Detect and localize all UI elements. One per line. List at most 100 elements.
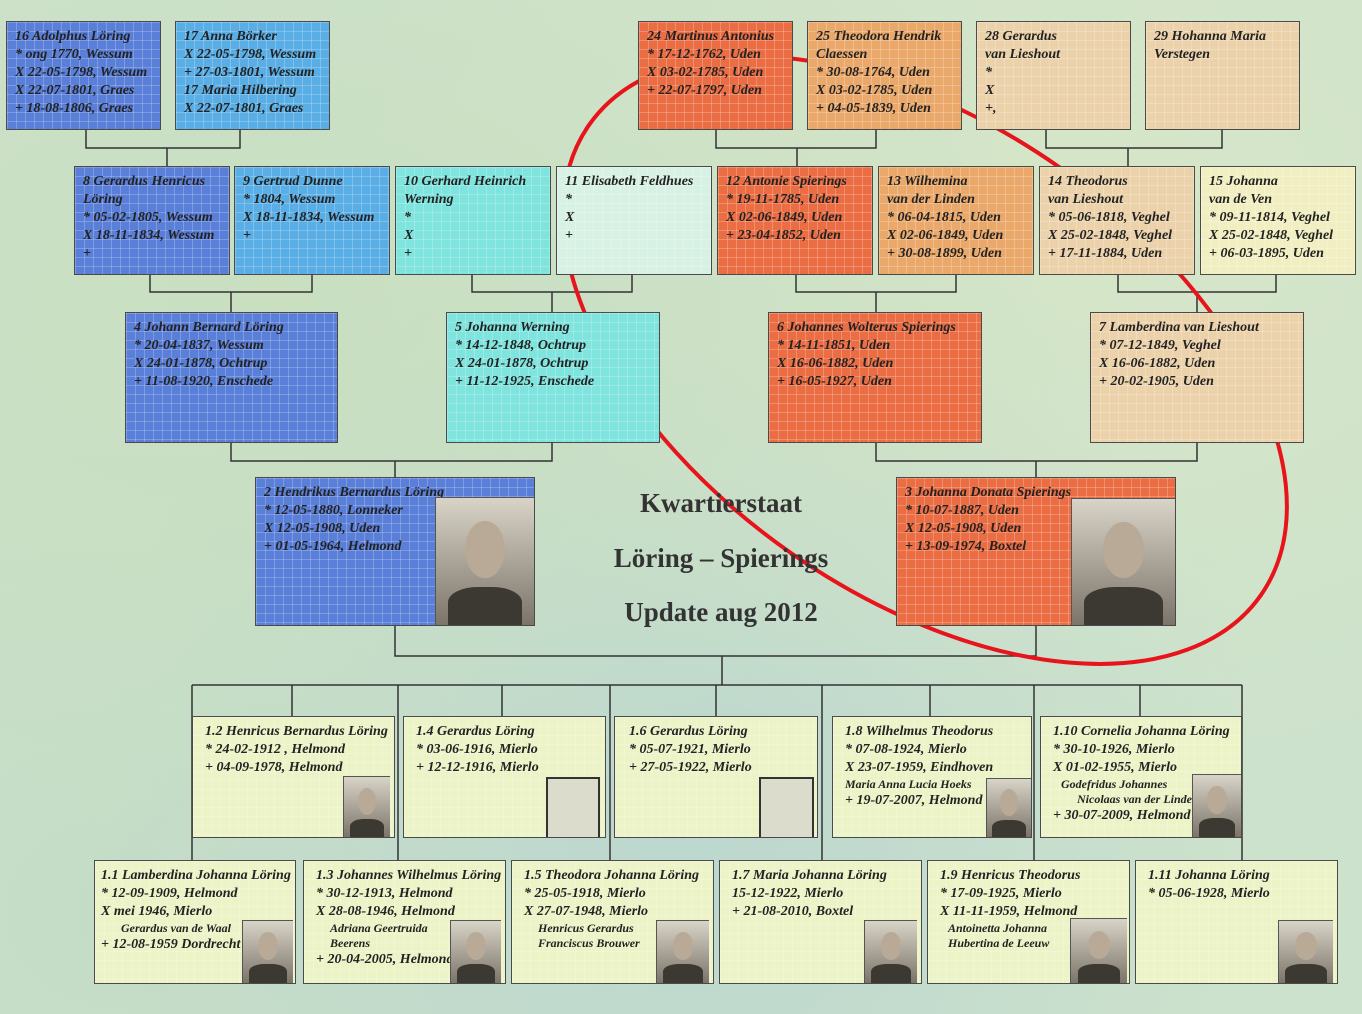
line: X <box>565 210 575 225</box>
portrait-photo <box>1071 498 1175 625</box>
line: * 05-07-1921, Mierlo <box>629 742 751 757</box>
line: + 21-08-2010, Boxtel <box>732 904 854 919</box>
line: 1.1 Lamberdina Johanna Löring <box>101 868 291 883</box>
line: 1.2 Henricus Bernardus Löring <box>205 724 388 739</box>
child-1-4: 1.4 Gerardus Löring * 03-06-1916, Mierlo… <box>403 716 606 838</box>
child-1-11: 1.11 Johanna Löring * 05-06-1928, Mierlo <box>1135 860 1338 984</box>
line: Claessen <box>816 47 868 62</box>
child-1-8: 1.8 Wilhelmus Theodorus * 07-08-1924, Mi… <box>832 716 1032 838</box>
line: + 16-05-1927, Uden <box>777 374 892 389</box>
line: 14 Theodorus <box>1048 174 1128 189</box>
spouse-line: Henricus Gerardus <box>538 921 634 935</box>
person-24: 24 Martinus Antonius * 17-12-1762, Uden … <box>638 21 793 130</box>
line: X 01-02-1955, Mierlo <box>1053 760 1178 775</box>
line: * 03-06-1916, Mierlo <box>416 742 538 757</box>
spouse-line: Hubertina de Leeuw <box>948 936 1050 950</box>
line: + 23-04-1852, Uden <box>726 228 841 243</box>
line: * 30-08-1764, Uden <box>816 65 930 80</box>
spouse-line: Nicolaas van der Linden <box>1077 792 1199 806</box>
line: X mei 1946, Mierlo <box>101 904 213 919</box>
line: X 12-05-1908, Uden <box>905 521 1022 536</box>
portrait-photo <box>1070 918 1127 983</box>
person-4: 4 Johann Bernard Löring * 20-04-1837, We… <box>125 312 338 443</box>
line: van der Linden <box>887 192 975 207</box>
line: X 16-06-1882, Uden <box>1099 356 1216 371</box>
line: X 22-05-1798, Wessum <box>184 47 317 62</box>
line: + 13-09-1974, Boxtel <box>905 539 1027 554</box>
line: 10 Gerhard Heinrich <box>404 174 527 189</box>
line: * 07-08-1924, Mierlo <box>845 742 967 757</box>
line: * 25-05-1918, Mierlo <box>524 886 646 901</box>
line: + 01-05-1964, Helmond <box>264 539 402 554</box>
line: Werning <box>404 192 454 207</box>
line: * 17-12-1762, Uden <box>647 47 761 62</box>
line: 1.3 Johannes Wilhelmus Löring <box>316 868 502 883</box>
line: + 06-03-1895, Uden <box>1209 246 1324 261</box>
line: X 24-01-1878, Ochtrup <box>134 356 268 371</box>
person-13: 13 Wilhemina van der Linden * 06-04-1815… <box>878 166 1034 275</box>
spouse-line: Adriana Geertruida <box>330 921 428 935</box>
line: * 14-12-1848, Ochtrup <box>455 338 587 353</box>
child-1-9: 1.9 Henricus Theodorus * 17-09-1925, Mie… <box>927 860 1130 984</box>
person-2: 2 Hendrikus Bernardus Löring * 12-05-188… <box>255 477 535 626</box>
portrait-photo <box>1278 920 1333 983</box>
empty-photo-frame <box>759 777 814 837</box>
spouse-line: Franciscus Brouwer <box>538 936 640 950</box>
line: X 02-06-1849, Uden <box>726 210 843 225</box>
line: * <box>565 192 572 207</box>
person-29: 29 Hohanna Maria Verstegen <box>1145 21 1300 130</box>
line: 7 Lamberdina van Lieshout <box>1099 320 1259 335</box>
line: 15-12-1922, Mierlo <box>732 886 844 901</box>
line: 1.9 Henricus Theodorus <box>940 868 1081 883</box>
empty-photo-frame <box>546 777 600 837</box>
line: + 20-02-1905, Uden <box>1099 374 1214 389</box>
line: 1.5 Theodora Johanna Löring <box>524 868 700 883</box>
line: X <box>404 228 414 243</box>
line: X <box>985 83 995 98</box>
line: * 06-04-1815, Uden <box>887 210 1001 225</box>
line: * 30-12-1913, Helmond <box>316 886 453 901</box>
line: + 30-07-2009, Helmond <box>1053 808 1191 823</box>
line: 28 Gerardus <box>985 29 1057 44</box>
line: * 10-07-1887, Uden <box>905 503 1019 518</box>
line: X 02-06-1849, Uden <box>887 228 1004 243</box>
line: X 23-07-1959, Eindhoven <box>845 760 994 775</box>
child-1-7: 1.7 Maria Johanna Löring 15-12-1922, Mie… <box>719 860 922 984</box>
line: 1.6 Gerardus Löring <box>629 724 748 739</box>
line: 9 Gertrud Dunne <box>243 174 343 189</box>
line: * ong 1770, Wessum <box>15 47 133 62</box>
line: + 17-11-1884, Uden <box>1048 246 1163 261</box>
line: X 22-07-1801, Graes <box>15 83 135 98</box>
portrait-photo <box>435 497 534 625</box>
line: 17 Anna Börker <box>184 29 277 44</box>
line: 5 Johanna Werning <box>455 320 570 335</box>
line: * 19-11-1785, Uden <box>726 192 840 207</box>
line: * 07-12-1849, Veghel <box>1099 338 1221 353</box>
line: X 11-11-1959, Helmond <box>940 904 1078 919</box>
line: + 27-03-1801, Wessum <box>184 65 315 80</box>
line: 12 Antonie Spierings <box>726 174 847 189</box>
line: * 17-09-1925, Mierlo <box>940 886 1062 901</box>
line: * 05-02-1805, Wessum <box>83 210 213 225</box>
line: Verstegen <box>1154 47 1210 62</box>
line: X 27-07-1948, Mierlo <box>524 904 649 919</box>
line: X 12-05-1908, Uden <box>264 521 381 536</box>
line: X 22-07-1801, Graes <box>184 101 304 116</box>
person-3: 3 Johanna Donata Spierings * 10-07-1887,… <box>896 477 1176 626</box>
person-7: 7 Lamberdina van Lieshout * 07-12-1849, … <box>1090 312 1304 443</box>
line: 25 Theodora Hendrik <box>816 29 942 44</box>
line: van Lieshout <box>1048 192 1124 207</box>
portrait-photo <box>242 920 293 983</box>
line: 11 Elisabeth Feldhues <box>565 174 694 189</box>
line: * 30-10-1926, Mierlo <box>1053 742 1175 757</box>
portrait-photo <box>1192 774 1241 837</box>
line: * 1804, Wessum <box>243 192 336 207</box>
line: + 19-07-2007, Helmond <box>845 793 983 808</box>
line: * <box>985 65 992 80</box>
line: * 12-05-1880, Lonneker <box>264 503 403 518</box>
line: 6 Johannes Wolterus Spierings <box>777 320 956 335</box>
line: + 27-05-1922, Mierlo <box>629 760 752 775</box>
line: X 24-01-1878, Ochtrup <box>455 356 589 371</box>
line: X 18-11-1834, Wessum <box>83 228 215 243</box>
